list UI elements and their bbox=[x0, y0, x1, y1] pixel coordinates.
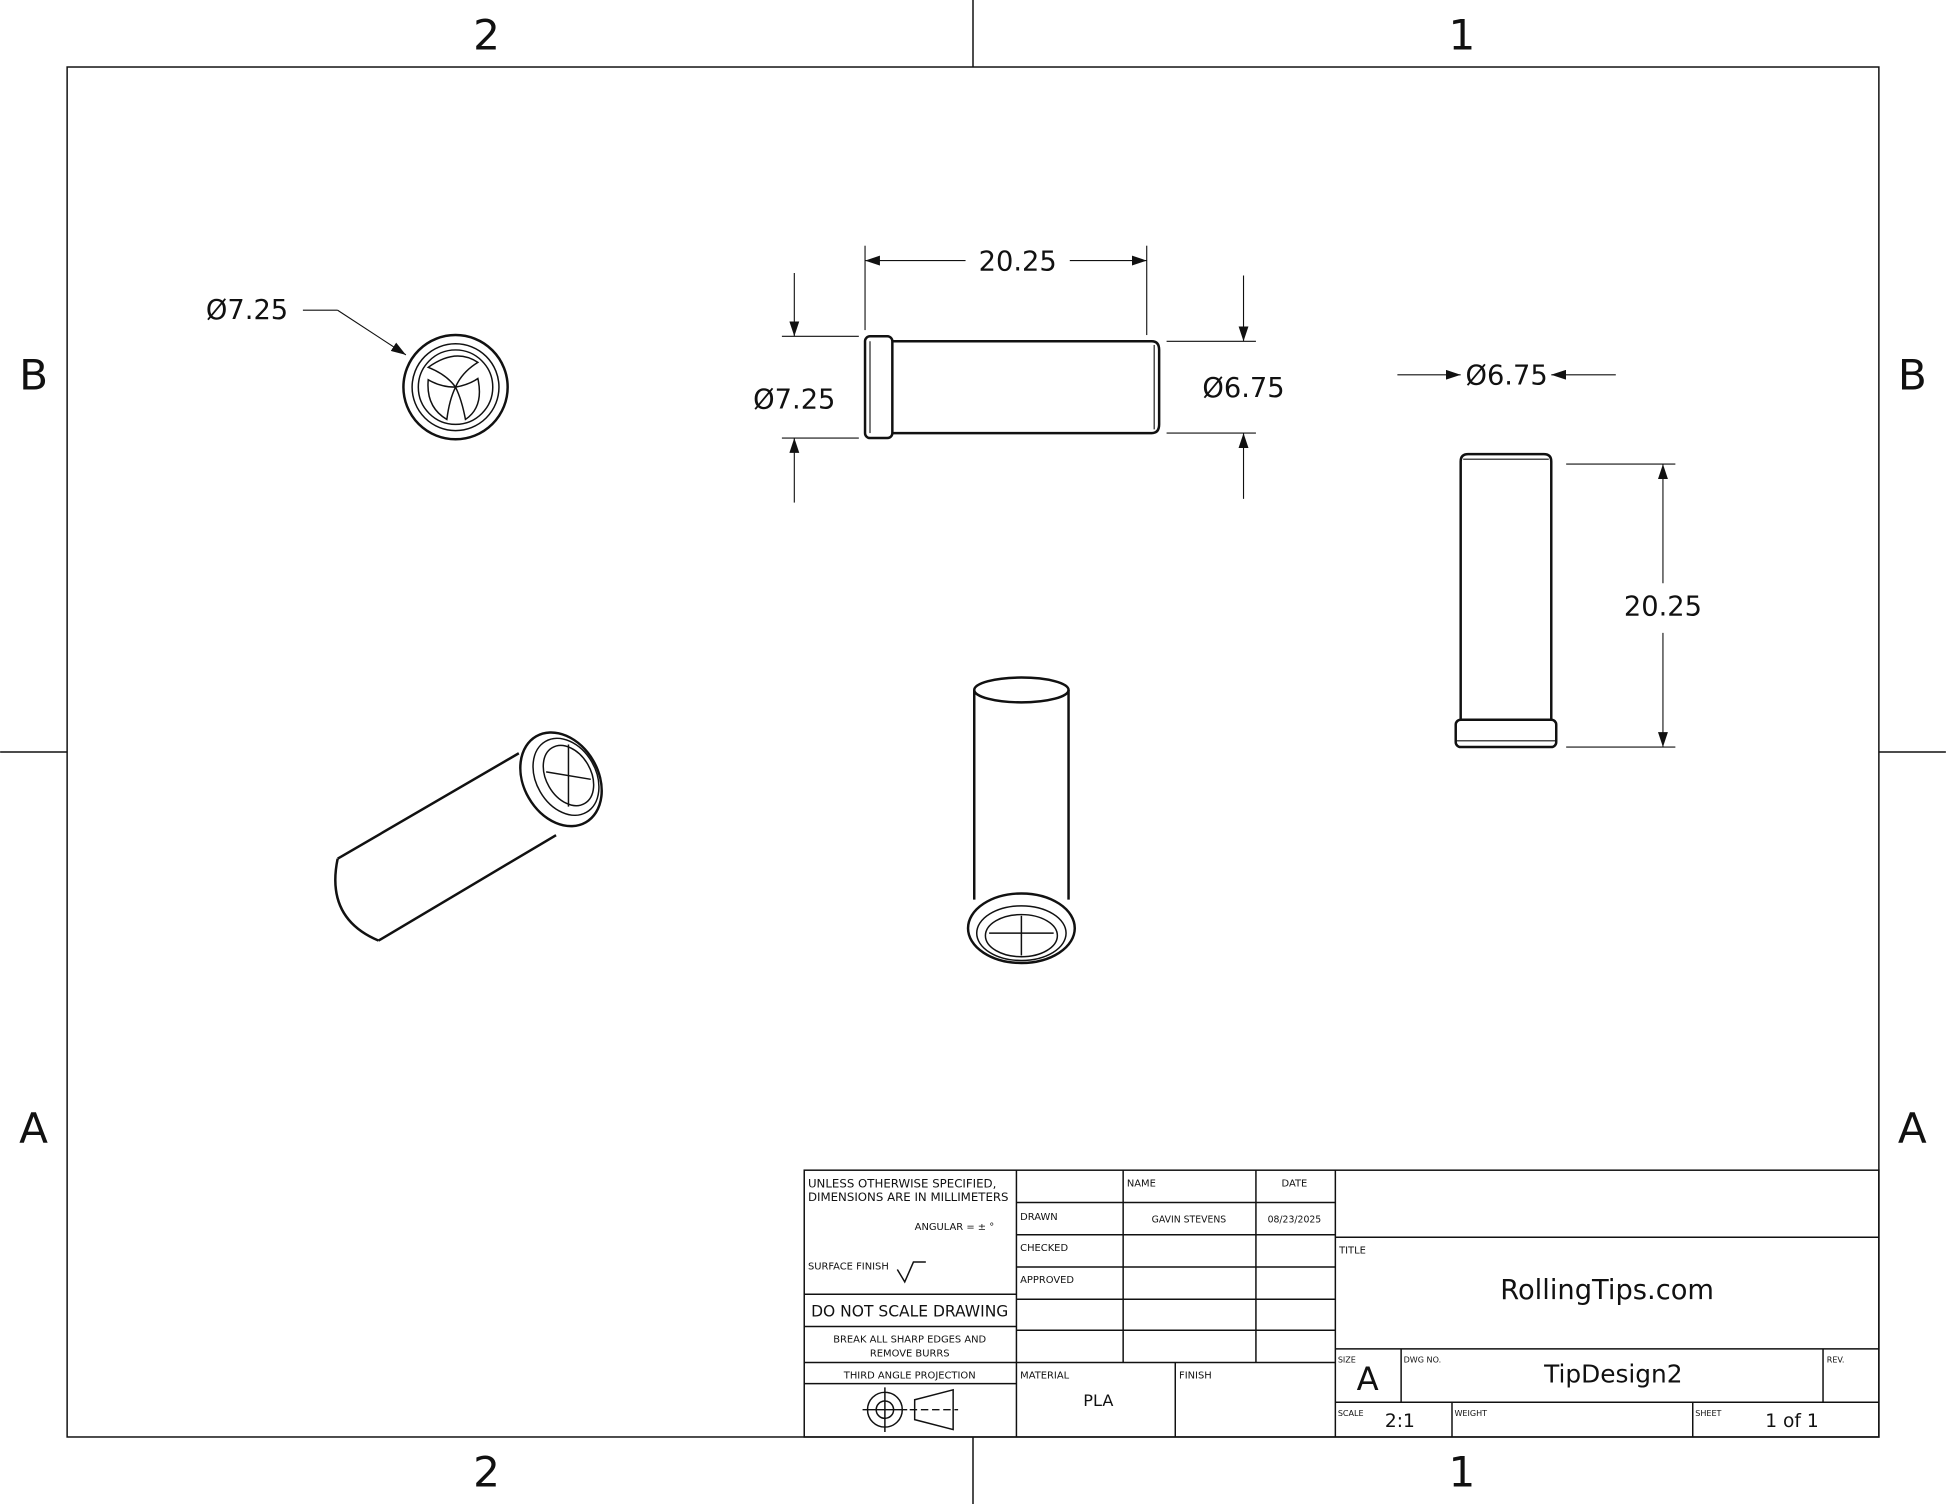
drawn-label: DRAWN bbox=[1020, 1212, 1058, 1223]
top-view: Ø6.75 20.25 bbox=[1397, 361, 1702, 749]
end-view: Ø7.25 bbox=[206, 295, 509, 441]
tolerance-note-2: DIMENSIONS ARE IN MILLIMETERS bbox=[808, 1190, 1009, 1204]
surface-finish-label: SURFACE FINISH bbox=[808, 1261, 889, 1272]
zone-label-top-1: 1 bbox=[1449, 11, 1476, 60]
title-block-text: UNLESS OTHERWISE SPECIFIED, DIMENSIONS A… bbox=[808, 1177, 1845, 1432]
title-label: TITLE bbox=[1338, 1245, 1366, 1256]
side-view-diameter-right: Ø6.75 bbox=[1202, 373, 1284, 404]
zone-label-bottom-2: 2 bbox=[473, 1448, 500, 1497]
zone-label-left-a: A bbox=[19, 1104, 48, 1153]
dwg-no-label: DWG NO. bbox=[1404, 1356, 1442, 1365]
title-block bbox=[803, 1169, 1880, 1438]
zone-label-left-b: B bbox=[19, 351, 48, 400]
drawing-number: TipDesign2 bbox=[1543, 1359, 1682, 1388]
do-not-scale-note: DO NOT SCALE DRAWING bbox=[811, 1303, 1008, 1321]
rev-label: REV. bbox=[1827, 1356, 1845, 1365]
top-view-diameter: Ø6.75 bbox=[1465, 361, 1547, 392]
zone-label-right-a: A bbox=[1898, 1104, 1927, 1153]
break-edges-note-2: REMOVE BURRS bbox=[870, 1348, 950, 1359]
finish-label: FINISH bbox=[1179, 1371, 1212, 1382]
projection-label: THIRD ANGLE PROJECTION bbox=[843, 1371, 976, 1382]
zone-label-bottom-1: 1 bbox=[1449, 1448, 1476, 1497]
top-view-length: 20.25 bbox=[1624, 591, 1702, 622]
size-label: SIZE bbox=[1338, 1356, 1356, 1365]
sheet-label: SHEET bbox=[1695, 1409, 1721, 1418]
isometric-view-upright bbox=[966, 676, 1076, 965]
drawn-date: 08/23/2025 bbox=[1268, 1214, 1322, 1225]
date-header: DATE bbox=[1282, 1178, 1308, 1189]
name-header: NAME bbox=[1127, 1178, 1156, 1189]
scale-value: 2:1 bbox=[1385, 1411, 1415, 1432]
tolerance-note-1: UNLESS OTHERWISE SPECIFIED, bbox=[808, 1177, 996, 1191]
approved-label: APPROVED bbox=[1020, 1275, 1074, 1286]
weight-label: WEIGHT bbox=[1454, 1409, 1487, 1418]
isometric-view-angled bbox=[334, 731, 603, 942]
break-edges-note-1: BREAK ALL SHARP EDGES AND bbox=[833, 1335, 986, 1346]
checked-label: CHECKED bbox=[1020, 1243, 1068, 1254]
material-value: PLA bbox=[1083, 1391, 1113, 1410]
size-value: A bbox=[1357, 1360, 1379, 1398]
end-view-diameter: Ø7.25 bbox=[206, 295, 288, 326]
scale-label: SCALE bbox=[1338, 1409, 1364, 1418]
side-view-diameter-left: Ø7.25 bbox=[753, 384, 835, 415]
side-view-length: 20.25 bbox=[979, 247, 1057, 278]
zone-label-top-2: 2 bbox=[473, 11, 500, 60]
zone-label-right-b: B bbox=[1898, 351, 1927, 400]
drawing-title: RollingTips.com bbox=[1500, 1275, 1714, 1306]
material-label: MATERIAL bbox=[1020, 1371, 1069, 1382]
drawn-name: GAVIN STEVENS bbox=[1152, 1214, 1227, 1225]
side-view: 20.25 Ø7.25 Ø6.75 bbox=[753, 245, 1285, 503]
angular-tolerance: ANGULAR = ± ° bbox=[915, 1222, 995, 1233]
sheet-value: 1 of 1 bbox=[1765, 1411, 1818, 1432]
